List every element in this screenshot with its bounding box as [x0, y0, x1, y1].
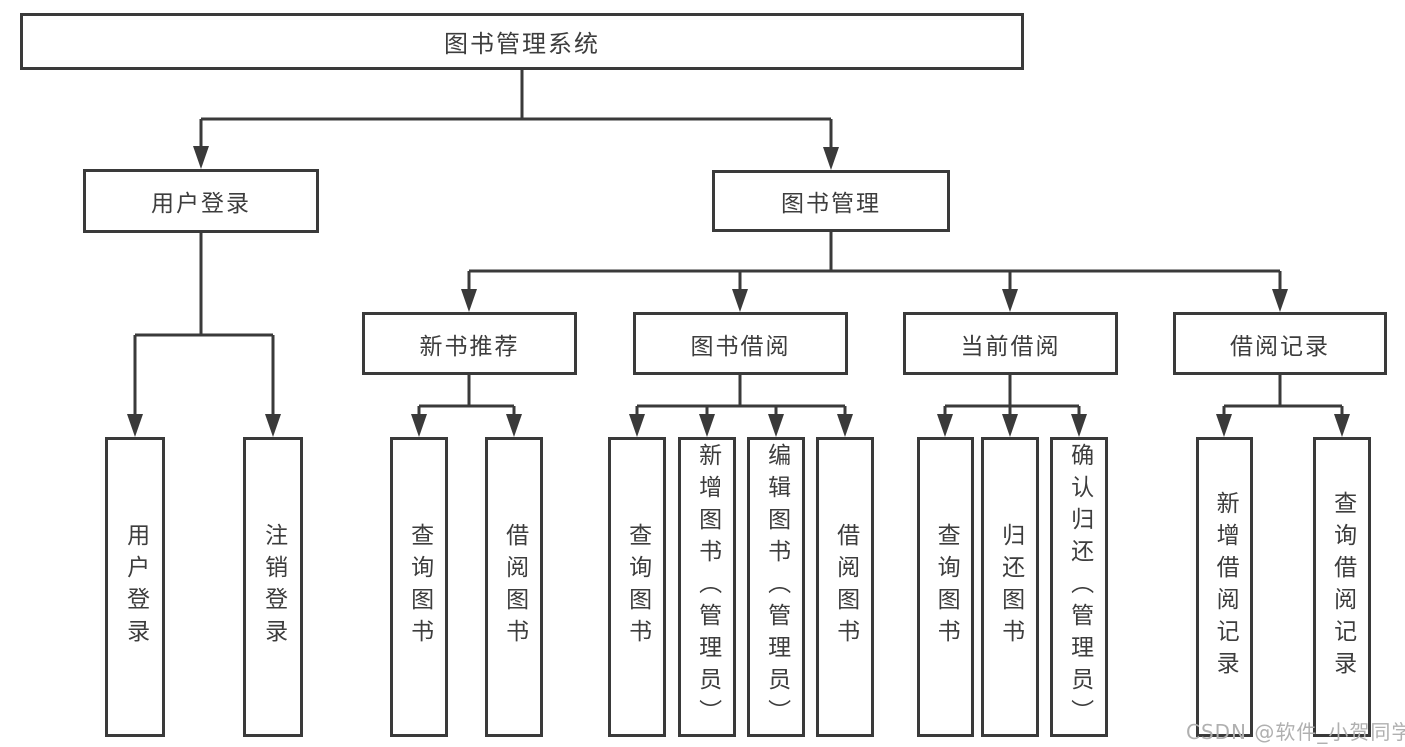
connector-new-book-recommendation-children	[411, 375, 522, 437]
leaf-query-books-current: 查询图书	[917, 437, 974, 737]
arrow-down-icon	[193, 146, 209, 169]
arrow-down-icon	[1002, 414, 1018, 437]
arrow-down-icon	[823, 147, 839, 170]
node-book-borrowing: 图书借阅	[633, 312, 848, 375]
connector-borrowing-records-children	[1216, 375, 1350, 437]
leaf-query-books-borrowing: 查询图书	[608, 437, 666, 737]
arrow-down-icon	[768, 414, 784, 437]
arrow-down-icon	[1216, 414, 1232, 437]
connector-book-management-children	[461, 232, 1288, 312]
leaf-user-login: 用户登录	[105, 437, 165, 737]
arrow-down-icon	[732, 289, 748, 312]
node-user-login: 用户登录	[83, 169, 319, 233]
leaf-borrow-books-recommend: 借阅图书	[485, 437, 543, 737]
connector-user-login-children	[127, 233, 281, 437]
arrow-down-icon	[629, 414, 645, 437]
arrow-down-icon	[1334, 414, 1350, 437]
watermark: CSDN @软件_小贺同学	[1186, 720, 1405, 744]
leaf-borrow-books-borrowing: 借阅图书	[816, 437, 874, 737]
leaf-return-books: 归还图书	[981, 437, 1039, 737]
connector-book-borrowing-children	[629, 375, 853, 437]
arrow-down-icon	[411, 414, 427, 437]
connector-current-borrowing-children	[937, 375, 1087, 437]
arrow-down-icon	[937, 414, 953, 437]
arrow-down-icon	[1002, 289, 1018, 312]
leaf-edit-book-admin: 编辑图书（管理员）	[747, 437, 805, 737]
node-new-book-recommendation: 新书推荐	[362, 312, 577, 375]
node-library-system: 图书管理系统	[20, 13, 1024, 70]
arrow-down-icon	[1071, 414, 1087, 437]
arrow-down-icon	[1272, 289, 1288, 312]
arrow-down-icon	[265, 414, 281, 437]
node-book-management: 图书管理	[712, 170, 950, 232]
leaf-query-borrow-record: 查询借阅记录	[1313, 437, 1371, 737]
connector-root-to-level2	[193, 70, 839, 170]
leaf-query-books-recommend: 查询图书	[390, 437, 448, 737]
leaf-add-book-admin: 新增图书（管理员）	[678, 437, 736, 737]
node-current-borrowing: 当前借阅	[903, 312, 1118, 375]
leaf-logout: 注销登录	[243, 437, 303, 737]
node-borrowing-records: 借阅记录	[1173, 312, 1387, 375]
arrow-down-icon	[837, 414, 853, 437]
arrow-down-icon	[506, 414, 522, 437]
arrow-down-icon	[127, 414, 143, 437]
arrow-down-icon	[461, 289, 477, 312]
leaf-confirm-return-admin: 确认归还（管理员）	[1050, 437, 1108, 737]
arrow-down-icon	[699, 414, 715, 437]
leaf-add-borrow-record: 新增借阅记录	[1196, 437, 1253, 737]
